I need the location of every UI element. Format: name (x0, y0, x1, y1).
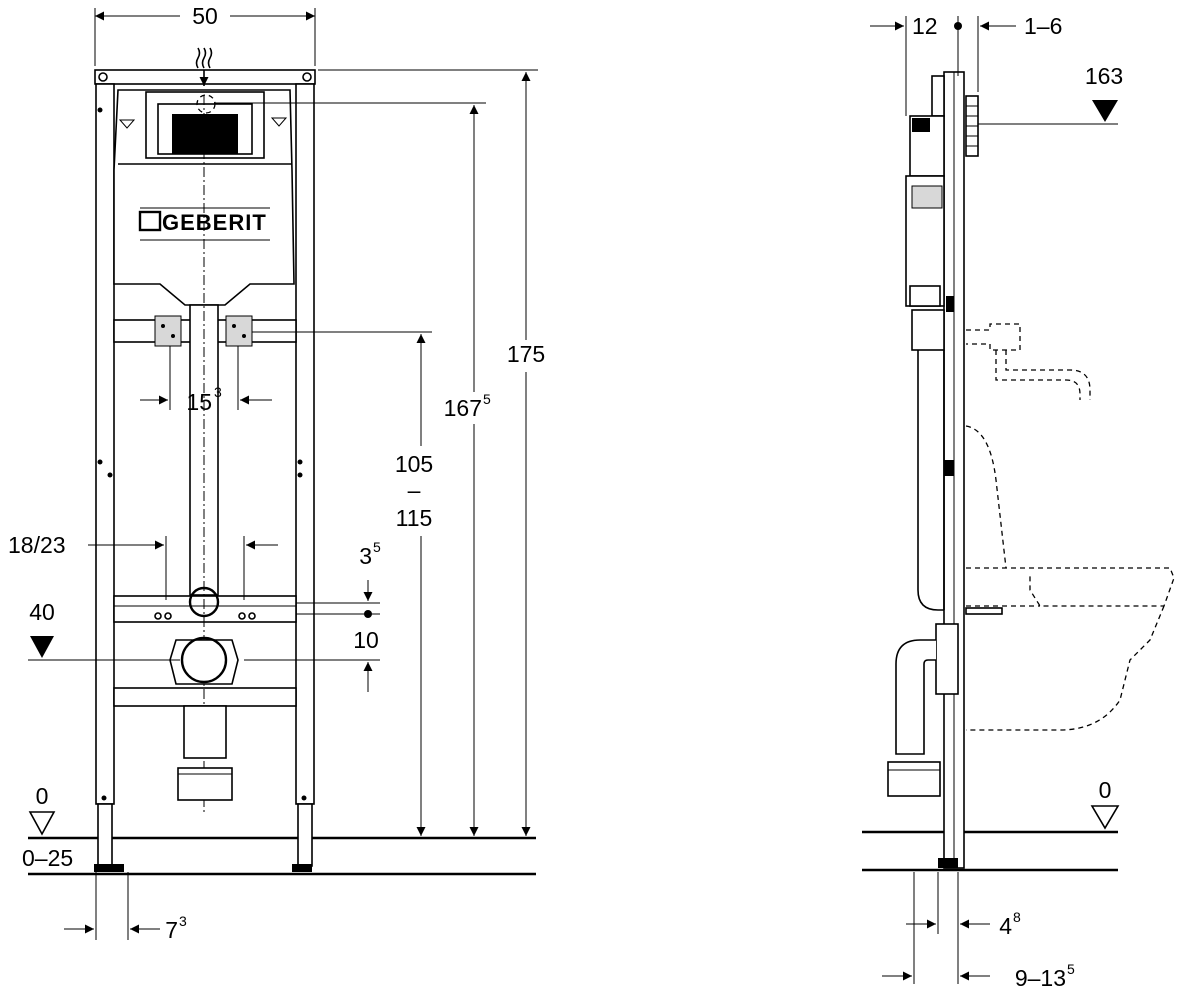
dim-range-height: 105 – 115 (252, 331, 433, 836)
dim-range-top: 105 (395, 451, 433, 477)
side-water-pipe (966, 323, 1091, 400)
dim-side-plate-depth-main: 4 (999, 913, 1012, 939)
dim-stud-spacing: 18/23 (8, 532, 278, 600)
dim-offset-small-main: 3 (359, 543, 372, 569)
dim-foot-width-sup: 3 (179, 913, 187, 929)
dim-range-bottom: 115 (396, 505, 433, 531)
dim-side-frame-depth-main: 9–13 (1015, 965, 1066, 991)
drain-assembly (154, 586, 256, 801)
level-drain-label: 40 (29, 599, 55, 625)
dim-offsets: 3 5 10 (244, 539, 381, 692)
side-drain (887, 623, 959, 797)
dim-flush-height: 167 5 (214, 102, 491, 836)
dim-offset-ten: 10 (353, 627, 379, 653)
side-wc-bowl (965, 425, 1175, 731)
dim-side-plate-depth-sup: 8 (1013, 909, 1021, 925)
level-drain: 40 (28, 599, 180, 661)
dim-side-depth-top: 12 (870, 13, 962, 116)
flush-pipe (154, 95, 253, 812)
level-flush-plate: 163 (978, 63, 1123, 125)
dim-range-sep: – (408, 477, 421, 503)
level-floor-front: 0 0–25 (22, 783, 73, 871)
dim-bolt-spacing-main: 15 (186, 389, 212, 415)
dim-width-label: 50 (192, 3, 218, 29)
foot-adjust-label: 0–25 (22, 845, 73, 871)
dim-side-wall-gap-label: 1–6 (1024, 13, 1062, 39)
dim-width: 50 (94, 3, 316, 66)
dim-total-height: 175 (318, 69, 545, 836)
dim-flush-height-sup: 5 (483, 391, 491, 407)
side-cistern (905, 75, 979, 312)
dim-foot-width-main: 7 (165, 917, 178, 943)
side-view: 12 1–6 163 0 4 8 (862, 13, 1175, 991)
level-flush-plate-label: 163 (1085, 63, 1123, 89)
cistern (113, 47, 295, 306)
dim-stud-spacing-label: 18/23 (8, 532, 66, 558)
level-floor-front-label: 0 (36, 783, 49, 809)
dim-bolt-spacing-sup: 3 (214, 384, 222, 400)
dim-foot-width: 7 3 (64, 872, 187, 943)
dim-flush-height-main: 167 (444, 395, 482, 421)
logo-text: GEBERIT (162, 210, 267, 235)
side-flush-pipe (911, 309, 954, 611)
dim-side-wall-gap: 1–6 (977, 13, 1062, 92)
dim-bolt-spacing: 15 3 (140, 346, 272, 415)
dim-side-depth-top-label: 12 (912, 13, 938, 39)
level-floor-side-label: 0 (1099, 777, 1112, 803)
level-floor-side: 0 (1090, 777, 1120, 830)
dim-side-frame-depth: 9–13 5 (882, 872, 1075, 991)
dim-side-plate-depth: 4 8 (906, 872, 1021, 984)
front-view: GEBERIT (8, 3, 545, 943)
dim-offset-small-sup: 5 (373, 539, 381, 555)
dim-side-frame-depth-sup: 5 (1067, 961, 1075, 977)
front-frame (94, 69, 316, 872)
dim-total-height-label: 175 (507, 341, 545, 367)
geberit-logo: GEBERIT (138, 210, 267, 235)
